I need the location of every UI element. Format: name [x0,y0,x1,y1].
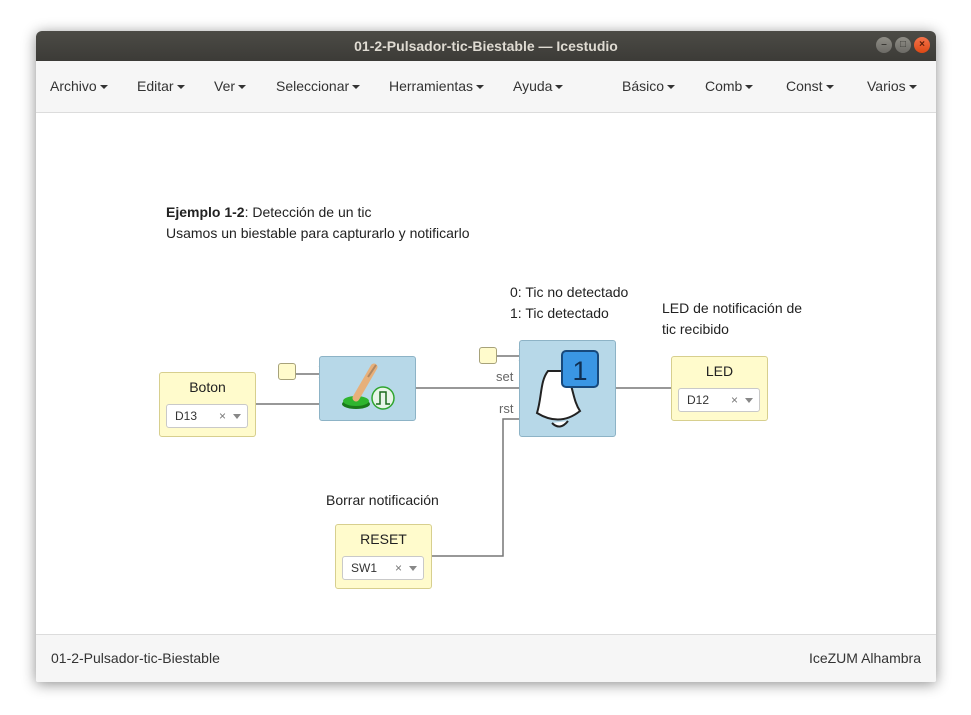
input-boton-title: Boton [189,379,226,395]
chevron-down-icon [176,85,185,90]
menu-varios-label: Varios [867,78,906,94]
port-rst-label: rst [499,401,514,416]
menu-ayuda[interactable]: Ayuda [513,61,564,111]
menu-ver-label: Ver [214,78,236,94]
maximize-button[interactable]: □ [895,37,911,53]
chevron-down-icon[interactable] [233,414,241,419]
status-bar: 01-2-Pulsador-tic-Biestable IceZUM Alham… [36,634,936,682]
title-bar: 01-2-Pulsador-tic-Biestable — Icestudio … [36,31,936,61]
window-controls: – □ × [876,37,930,53]
reset-note: Borrar notificación [326,492,439,508]
chevron-down-icon [745,85,754,90]
pin-select-led[interactable]: D12 × [678,388,760,412]
flipflop-block[interactable]: 1 [519,340,616,437]
chevron-down-icon [352,85,361,90]
comment-title-rest: : Detección de un tic [244,204,372,220]
design-canvas[interactable]: Ejemplo 1-2: Detección de un tic Usamos … [36,113,936,634]
close-button[interactable]: × [914,37,930,53]
comment-title: Ejemplo 1-2: Detección de un tic [166,202,371,223]
menu-ver[interactable]: Ver [214,61,247,111]
port-set-label: set [496,369,514,384]
led-note-line2: tic recibido [662,321,729,337]
menu-bar: Archivo Editar Ver Seleccionar Herramien… [36,61,936,113]
minimize-button[interactable]: – [876,37,892,53]
menu-seleccionar-label: Seleccionar [276,78,350,94]
menu-herramientas[interactable]: Herramientas [389,61,485,111]
menu-herramientas-label: Herramientas [389,78,474,94]
menu-seleccionar[interactable]: Seleccionar [276,61,361,111]
badge-value: 1 [572,356,587,386]
param-input-flipflop[interactable] [479,347,497,364]
app-window: 01-2-Pulsador-tic-Biestable — Icestudio … [36,31,936,682]
pin-select-boton[interactable]: D13 × [166,404,248,428]
chevron-down-icon [238,85,247,90]
status-project-name: 01-2-Pulsador-tic-Biestable [51,650,220,666]
output-badge [561,350,599,388]
chevron-down-icon[interactable] [409,566,417,571]
chevron-down-icon [476,85,485,90]
chevron-down-icon [667,85,676,90]
menu-ayuda-label: Ayuda [513,78,553,94]
wire-reset-to-rst[interactable] [431,418,519,557]
menu-varios[interactable]: Varios [867,61,917,111]
flipflop-note-line2: 1: Tic detectado [510,305,609,321]
menu-comb-label: Comb [705,78,743,94]
chevron-down-icon [908,85,917,90]
wire-layer [255,348,671,557]
menu-const-label: Const [786,78,823,94]
status-board-name[interactable]: IceZUM Alhambra [808,650,921,666]
led-note-line1: LED de notificación de [662,300,803,316]
pin-value: D13 [175,409,198,423]
comment-line2: Usamos un biestable para capturarlo y no… [166,225,470,241]
bell-notification-icon: 1 [535,350,599,428]
pin-value: SW1 [351,561,378,575]
chevron-down-icon[interactable] [745,398,753,403]
pushbutton-pulse-icon [342,363,395,410]
input-reset-title: RESET [360,531,407,547]
input-block-reset[interactable]: RESET SW1 × [335,524,432,589]
output-led-title: LED [705,363,734,379]
menu-editar-label: Editar [137,78,174,94]
input-block-boton[interactable]: Boton D13 × [159,372,256,437]
pin-value: D12 [687,393,710,407]
menu-basico-label: Básico [622,78,665,94]
output-block-led[interactable]: LED D12 × [671,356,768,421]
menu-const[interactable]: Const [786,61,834,111]
clear-icon[interactable]: × [731,393,739,407]
pin-select-reset[interactable]: SW1 × [342,556,424,580]
chevron-down-icon [99,85,108,90]
param-input-pulse[interactable] [278,363,296,380]
flipflop-note-line1: 0: Tic no detectado [510,284,629,300]
clear-icon[interactable]: × [219,409,227,423]
chevron-down-icon [825,85,834,90]
menu-basico[interactable]: Básico [622,61,676,111]
comment-title-bold: Ejemplo 1-2 [166,204,245,220]
menu-comb[interactable]: Comb [705,61,754,111]
window-title: 01-2-Pulsador-tic-Biestable — Icestudio [354,38,618,54]
pulse-block[interactable] [319,356,416,421]
chevron-down-icon [555,85,564,90]
menu-editar[interactable]: Editar [137,61,185,111]
clear-icon[interactable]: × [395,561,403,575]
menu-archivo-label: Archivo [50,78,97,94]
menu-archivo[interactable]: Archivo [50,61,108,111]
